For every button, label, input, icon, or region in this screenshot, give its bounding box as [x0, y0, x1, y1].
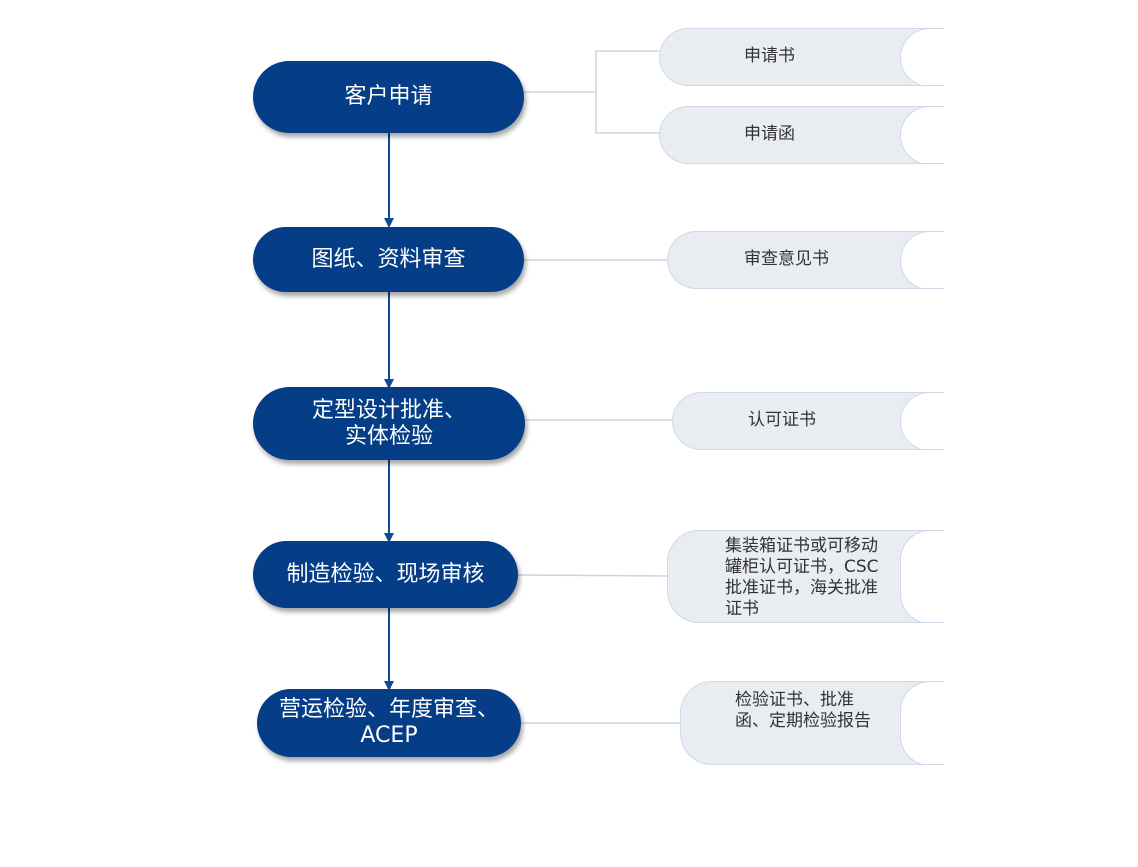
- step-label: 营运检验、年度审查、 ACEP: [278, 697, 499, 748]
- doc-label: 申请书: [744, 46, 795, 66]
- doc-label: 审查意见书: [744, 249, 829, 269]
- doc-label: 集装箱证书或可移动罐柜认可证书，CSC批准证书，海关批准证书: [725, 536, 879, 619]
- step-design-approval: 定型设计批准、 实体检验: [253, 387, 525, 460]
- doc-inspection-certificates: 检验证书、批准函、定期检验报告: [680, 681, 944, 765]
- doc-tab-shape: [900, 682, 944, 764]
- doc-tab-shape: [900, 393, 944, 449]
- step-label: 图纸、资料审查: [311, 246, 466, 272]
- doc-tab-shape: [900, 531, 944, 622]
- doc-review-opinion: 审查意见书: [667, 231, 944, 289]
- step-label: 制造检验、现场审核: [286, 561, 485, 587]
- doc-tab-shape: [900, 232, 944, 288]
- doc-tab-shape: [900, 29, 944, 85]
- doc-approval-certificate: 认可证书: [672, 392, 944, 450]
- doc-label: 检验证书、批准函、定期检验报告: [735, 690, 871, 731]
- step-label: 定型设计批准、 实体检验: [311, 397, 466, 449]
- step-customer-application: 客户申请: [253, 61, 524, 133]
- doc-application-form: 申请书: [659, 28, 944, 86]
- doc-tab-shape: [900, 107, 944, 163]
- connector-step4: [517, 574, 668, 577]
- step-label: 客户申请: [344, 84, 433, 109]
- step-operation-inspection: 营运检验、年度审查、 ACEP: [257, 689, 521, 757]
- doc-container-certificates: 集装箱证书或可移动罐柜认可证书，CSC批准证书，海关批准证书: [667, 530, 944, 623]
- step-drawing-review: 图纸、资料审查: [253, 227, 524, 292]
- step-manufacturing-inspection: 制造检验、现场审核: [253, 541, 518, 608]
- doc-application-letter: 申请函: [659, 106, 944, 164]
- connector-bracket-top: [595, 50, 659, 92]
- doc-label: 申请函: [744, 124, 795, 144]
- doc-label: 认可证书: [748, 410, 816, 430]
- connector-bracket-bottom: [595, 92, 659, 134]
